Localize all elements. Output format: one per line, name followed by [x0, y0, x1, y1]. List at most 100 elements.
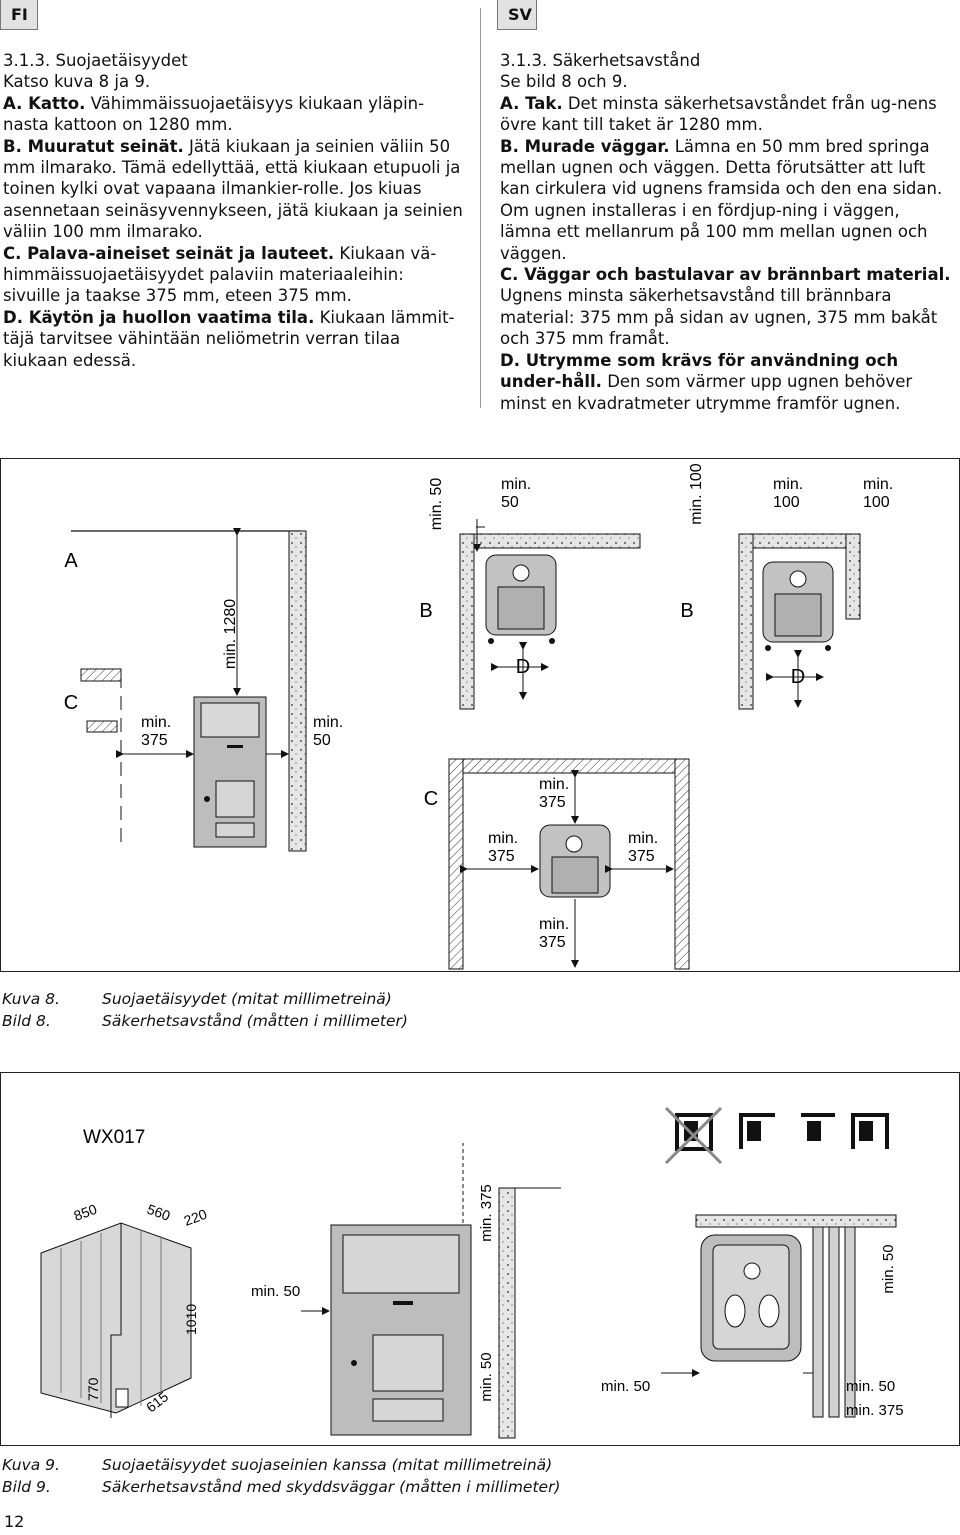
fig9-dim-770: 770: [85, 1377, 101, 1401]
fig9-plan-min375: min. 375: [846, 1402, 904, 1419]
caption8-fi-key: Kuva 8.: [2, 990, 60, 1008]
fig9-placement-icons: [664, 1106, 889, 1165]
fig8-min-1280: min. 1280: [222, 599, 239, 669]
placement-recess-icon: [851, 1113, 889, 1149]
fig8-label-a: A: [64, 550, 78, 572]
sv-b-text: Lämna en 50 mm bred springa mellan ugnen…: [500, 136, 943, 263]
fig9-min375-top: min. 375: [478, 1184, 495, 1242]
fi-heading: 3.1.3. Suojaetäisyydet: [3, 51, 188, 70]
fig9-protective-wall: 850 560 220 1010 770 615: [40, 1201, 210, 1418]
fig8-left-min: min.: [141, 714, 171, 731]
sv-column: 3.1.3. Säkerhetsavstånd Se bild 8 och 9.…: [500, 50, 955, 414]
fig8-label-c: C: [64, 692, 78, 714]
language-label-fi: FI: [11, 5, 28, 24]
fig9-dim-560: 560: [145, 1201, 173, 1224]
fig8-plan3-bottom-min: min.: [539, 916, 569, 933]
figure-8: A min. 1280 C min. 375 min. 50 min. 50 m…: [0, 458, 960, 972]
fig8-plan2-min100-v: min. 100: [688, 463, 705, 524]
fig8-plan3-top-375: 375: [539, 794, 566, 811]
plan-brick-wall-50: min. 50 min. 50 B D: [419, 476, 641, 710]
caption-8: Kuva 8. Suojaetäisyydet (mitat millimetre…: [2, 988, 408, 1032]
sv-d-label: D. Utrymme som krävs för användning och …: [500, 350, 899, 392]
fig9-min50-bottom: min. 50: [478, 1352, 495, 1401]
fig8-plan3-right-min: min.: [628, 830, 658, 847]
fig9-model-label: WX017: [83, 1127, 145, 1148]
fig8-plan3-top-min: min.: [539, 776, 569, 793]
fig8-plan3-label-c: C: [424, 788, 438, 810]
sv-intro: Se bild 8 och 9.: [500, 72, 628, 92]
fig8-plan2-a-min: min.: [773, 476, 803, 493]
placement-corner-icon: [739, 1113, 775, 1149]
fig8-plan1-label-b: B: [419, 600, 432, 622]
fi-d-label: D. Käytön ja huollon vaatima tila.: [3, 307, 315, 327]
sv-item-b: B. Murade väggar. Lämna en 50 mm bred sp…: [500, 136, 955, 264]
fig8-plan2-b-100: 100: [863, 494, 890, 511]
sv-heading: 3.1.3. Säkerhetsavstånd: [500, 51, 701, 70]
fig8-plan1-min50-v: min. 50: [428, 478, 445, 531]
plan-brick-wall-100: min. 100 min. 100 min. 100 B D: [680, 463, 893, 710]
caption9-fi-key: Kuva 9.: [2, 1456, 60, 1474]
fig8-plan1-h-min: min.: [501, 476, 531, 493]
fi-a-label: A. Katto.: [3, 93, 86, 113]
sv-item-c: C. Väggar och bastulavar av brännbart ma…: [500, 264, 955, 350]
page-number: 12: [4, 1512, 25, 1531]
fig8-plan3-bottom-375: 375: [539, 934, 566, 951]
fig8-right-min: min.: [313, 714, 343, 731]
language-tab-fi: FI: [0, 0, 38, 30]
fi-item-c: C. Palava-aineiset seinät ja lauteet. Ki…: [3, 243, 465, 307]
figure-8-drawing: A min. 1280 C min. 375 min. 50 min. 50 m…: [64, 463, 893, 970]
fig9-plan-min50-right: min. 50: [846, 1378, 895, 1395]
fig8-plan2-a-100: 100: [773, 494, 800, 511]
figure-9: WX017 850 560 220 1010 770 615 min. 50 m…: [0, 1072, 960, 1446]
placement-not-allowed-icon: [664, 1106, 723, 1165]
sv-a-text: Det minsta säkerhetsavståndet från ug-ne…: [500, 93, 937, 135]
fi-d-text: Kiukaan lämmit-täjä tarvitsee vähintään …: [3, 307, 455, 370]
fig9-dim-1010: 1010: [183, 1304, 199, 1335]
figure-9-drawing: WX017 850 560 220 1010 770 615 min. 50 m…: [40, 1106, 904, 1439]
fi-item-b: B. Muuratut seinät. Jätä kiukaan ja sein…: [3, 136, 465, 243]
sv-a-label: A. Tak.: [500, 93, 563, 113]
fig9-dim-850: 850: [72, 1201, 100, 1224]
fi-c-text: Kiukaan vä-himmäissuojaetäisyydet palavi…: [3, 243, 437, 306]
fig8-right-50: 50: [313, 732, 331, 749]
fig8-plan3-right-375: 375: [628, 848, 655, 865]
fi-column: 3.1.3. Suojaetäisyydet Katso kuva 8 ja 9…: [3, 50, 465, 371]
fig8-plan3-left-min: min.: [488, 830, 518, 847]
caption8-sv-text: Säkerhetsavstånd (måtten i millimeter): [102, 1012, 408, 1030]
fig8-plan2-b-min: min.: [863, 476, 893, 493]
caption-9: Kuva 9. Suojaetäisyydet suojaseinien kans…: [2, 1454, 560, 1498]
sv-item-d: D. Utrymme som krävs för användning och …: [500, 350, 955, 414]
sv-b-label: B. Murade väggar.: [500, 136, 670, 156]
fig8-plan3-left-375: 375: [488, 848, 515, 865]
caption9-sv-text: Säkerhetsavstånd med skyddsväggar (måtte…: [102, 1478, 561, 1496]
fi-c-label: C. Palava-aineiset seinät ja lauteet.: [3, 243, 335, 263]
fig9-min50-left: min. 50: [251, 1283, 300, 1300]
fig8-plan2-label-b: B: [680, 600, 693, 622]
fi-b-label: B. Muuratut seinät.: [3, 136, 184, 156]
fi-b-text: Jätä kiukaan ja seinien väliin 50 mm ilm…: [3, 136, 463, 242]
fig8-plan1-h-50: 50: [501, 494, 519, 511]
fig8-left-375: 375: [141, 732, 168, 749]
fi-intro: Katso kuva 8 ja 9.: [3, 72, 151, 92]
fi-a-text: Vähimmäissuojaetäisyys kiukaan yläpin-na…: [3, 93, 425, 135]
language-label-sv: SV: [508, 5, 532, 24]
caption8-fi-text: Suojaetäisyydet (mitat millimetreinä): [102, 990, 392, 1008]
fi-item-a: A. Katto. Vähimmäissuojaetäisyys kiukaan…: [3, 93, 465, 136]
sv-c-text: Ugnens minsta säkerhetsavstånd till brän…: [500, 286, 938, 349]
sv-c-label: C. Väggar och bastulavar av brännbart ma…: [500, 265, 951, 285]
plan-combustible-375: min. 375 min. 375 min. 375 min. 375 C: [424, 758, 690, 970]
caption9-sv-key: Bild 9.: [2, 1478, 51, 1496]
fig9-plan-min50-v: min. 50: [880, 1244, 897, 1293]
fig9-stove-elevation: min. 50 min. 375 min. 50: [251, 1143, 561, 1439]
language-tab-sv: SV: [497, 0, 537, 30]
column-divider: [480, 8, 481, 408]
fi-item-d: D. Käytön ja huollon vaatima tila. Kiuka…: [3, 307, 465, 371]
sv-item-a: A. Tak. Det minsta säkerhetsavståndet fr…: [500, 93, 955, 136]
placement-wall-icon: [801, 1113, 835, 1141]
caption8-sv-key: Bild 8.: [2, 1012, 51, 1030]
caption9-fi-text: Suojaetäisyydet suojaseinien kanssa (mit…: [102, 1456, 553, 1474]
fig9-dim-220: 220: [182, 1206, 210, 1229]
fig9-plan-view: min. 50 min. 50 min. 375 min. 50: [601, 1214, 904, 1419]
sv-d-text: Den som värmer upp ugnen behöver minst e…: [500, 372, 913, 413]
fig9-plan-min50-left: min. 50: [601, 1378, 650, 1395]
